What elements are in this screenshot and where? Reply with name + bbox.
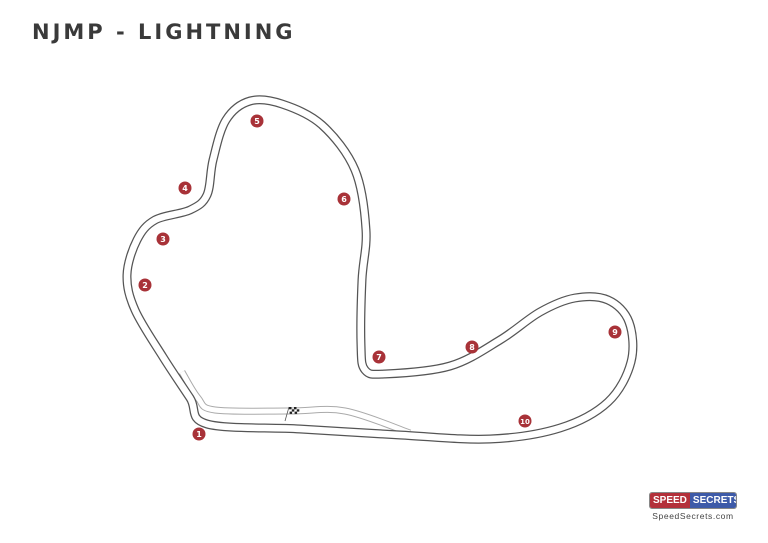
turn-number: 6 [341, 195, 347, 204]
pit-lane [178, 370, 412, 437]
logo-secrets: SECRETS [689, 493, 736, 508]
turn-number: 2 [142, 281, 148, 290]
logo-url: SpeedSecrets.com [652, 511, 734, 521]
turn-marker-7: 7 [372, 350, 386, 364]
logo-speed: SPEED [650, 493, 690, 508]
page-title: NJMP - LIGHTNING [32, 20, 296, 44]
turn-marker-10: 10 [518, 414, 532, 428]
turn-marker-2: 2 [138, 278, 152, 292]
turn-number: 10 [520, 418, 530, 426]
turn-markers: 1 2 3 4 5 6 7 8 9 10 [138, 114, 622, 441]
turn-number: 5 [254, 117, 260, 126]
turn-marker-3: 3 [156, 232, 170, 246]
turn-marker-5: 5 [250, 114, 264, 128]
checkered-flag-icon [284, 406, 300, 422]
turn-number: 9 [612, 328, 618, 337]
turn-number: 3 [160, 235, 166, 244]
turn-marker-8: 8 [465, 340, 479, 354]
turn-number: 4 [182, 184, 188, 193]
turn-number: 7 [376, 353, 382, 362]
turn-marker-4: 4 [178, 181, 192, 195]
turn-marker-6: 6 [337, 192, 351, 206]
turn-marker-1: 1 [192, 427, 206, 441]
turn-marker-9: 9 [608, 325, 622, 339]
track-outline [122, 95, 638, 444]
turn-number: 1 [196, 430, 202, 439]
turn-number: 8 [469, 343, 475, 352]
